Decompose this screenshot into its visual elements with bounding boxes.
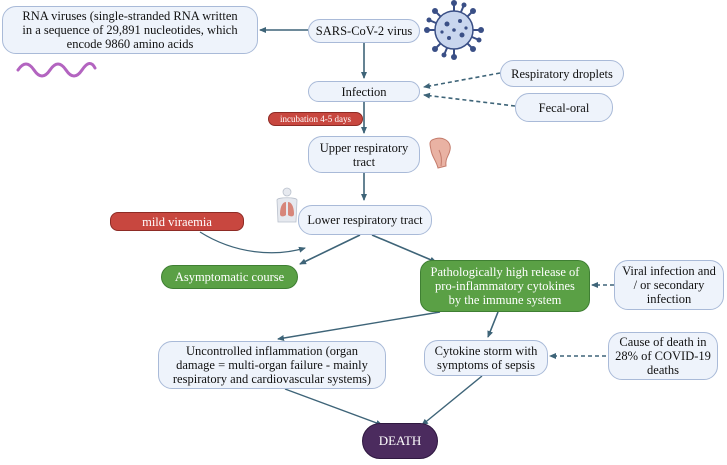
cytokine-storm-text: Cytokine storm with symptoms of sepsis (434, 344, 538, 372)
arrow-fecal-to-infection (423, 92, 516, 107)
uncontrolled-inflammation-box: Uncontrolled inflammation (organ damage … (158, 341, 386, 389)
rna-viruses-box: RNA viruses (single-stranded RNA written… (2, 6, 258, 54)
death-text: DEATH (378, 433, 422, 448)
asymptomatic-text: Asymptomatic course (174, 270, 285, 284)
cause-of-death-text: Cause of death in 28% of COVID-19 deaths (615, 335, 711, 377)
arrow-lower-to-asymptomatic (299, 234, 361, 265)
infection-text: Infection (341, 84, 387, 99)
arrow-pathological-to-inflammation (277, 311, 441, 341)
sars-cov-2-box: SARS-CoV-2 virus (308, 19, 420, 43)
coronavirus-icon (424, 0, 484, 60)
arrow-storm-to-death (421, 375, 483, 426)
sars-cov-2-text: SARS-CoV-2 virus (315, 24, 413, 38)
incubation-badge: incubation 4-5 days (268, 112, 363, 126)
arrow-viraemia-to-lower (199, 231, 306, 254)
lungs-body-icon (276, 187, 298, 223)
uncontrolled-inflammation-text: Uncontrolled inflammation (organ damage … (172, 344, 372, 386)
respiratory-droplets-box: Respiratory droplets (500, 60, 624, 87)
throat-icon (429, 137, 451, 169)
rna-viruses-text: RNA viruses (single-stranded RNA written… (22, 9, 238, 51)
fecal-oral-text: Fecal-oral (538, 100, 590, 115)
infection-box: Infection (308, 81, 420, 102)
lower-respiratory-box: Lower respiratory tract (298, 205, 432, 235)
death-box: DEATH (362, 423, 438, 459)
asymptomatic-box: Asymptomatic course (161, 265, 298, 289)
cause-of-death-box: Cause of death in 28% of COVID-19 deaths (608, 332, 718, 380)
upper-respiratory-text: Upper respiratory tract (319, 140, 409, 169)
fecal-oral-box: Fecal-oral (515, 93, 613, 122)
arrow-pathological-to-storm (487, 311, 499, 338)
arrow-droplets-to-infection (423, 72, 501, 89)
viral-infection-text: Viral infection and / or secondary infec… (622, 264, 716, 306)
respiratory-droplets-text: Respiratory droplets (511, 66, 613, 81)
pathological-release-box: Pathologically high release of pro-infla… (420, 260, 590, 312)
rna-strand-icon (16, 62, 97, 78)
lower-respiratory-text: Lower respiratory tract (307, 213, 423, 227)
viral-infection-box: Viral infection and / or secondary infec… (614, 260, 724, 310)
arrow-lower-to-pathological (371, 234, 437, 263)
mild-viraemia-text: mild viraemia (142, 214, 212, 229)
cytokine-storm-box: Cytokine storm with symptoms of sepsis (424, 340, 548, 376)
incubation-text: incubation 4-5 days (280, 113, 351, 124)
arrow-inflammation-to-death (284, 388, 383, 426)
mild-viraemia-badge: mild viraemia (110, 212, 244, 231)
pathological-release-text: Pathologically high release of pro-infla… (430, 265, 580, 307)
upper-respiratory-box: Upper respiratory tract (308, 136, 420, 173)
